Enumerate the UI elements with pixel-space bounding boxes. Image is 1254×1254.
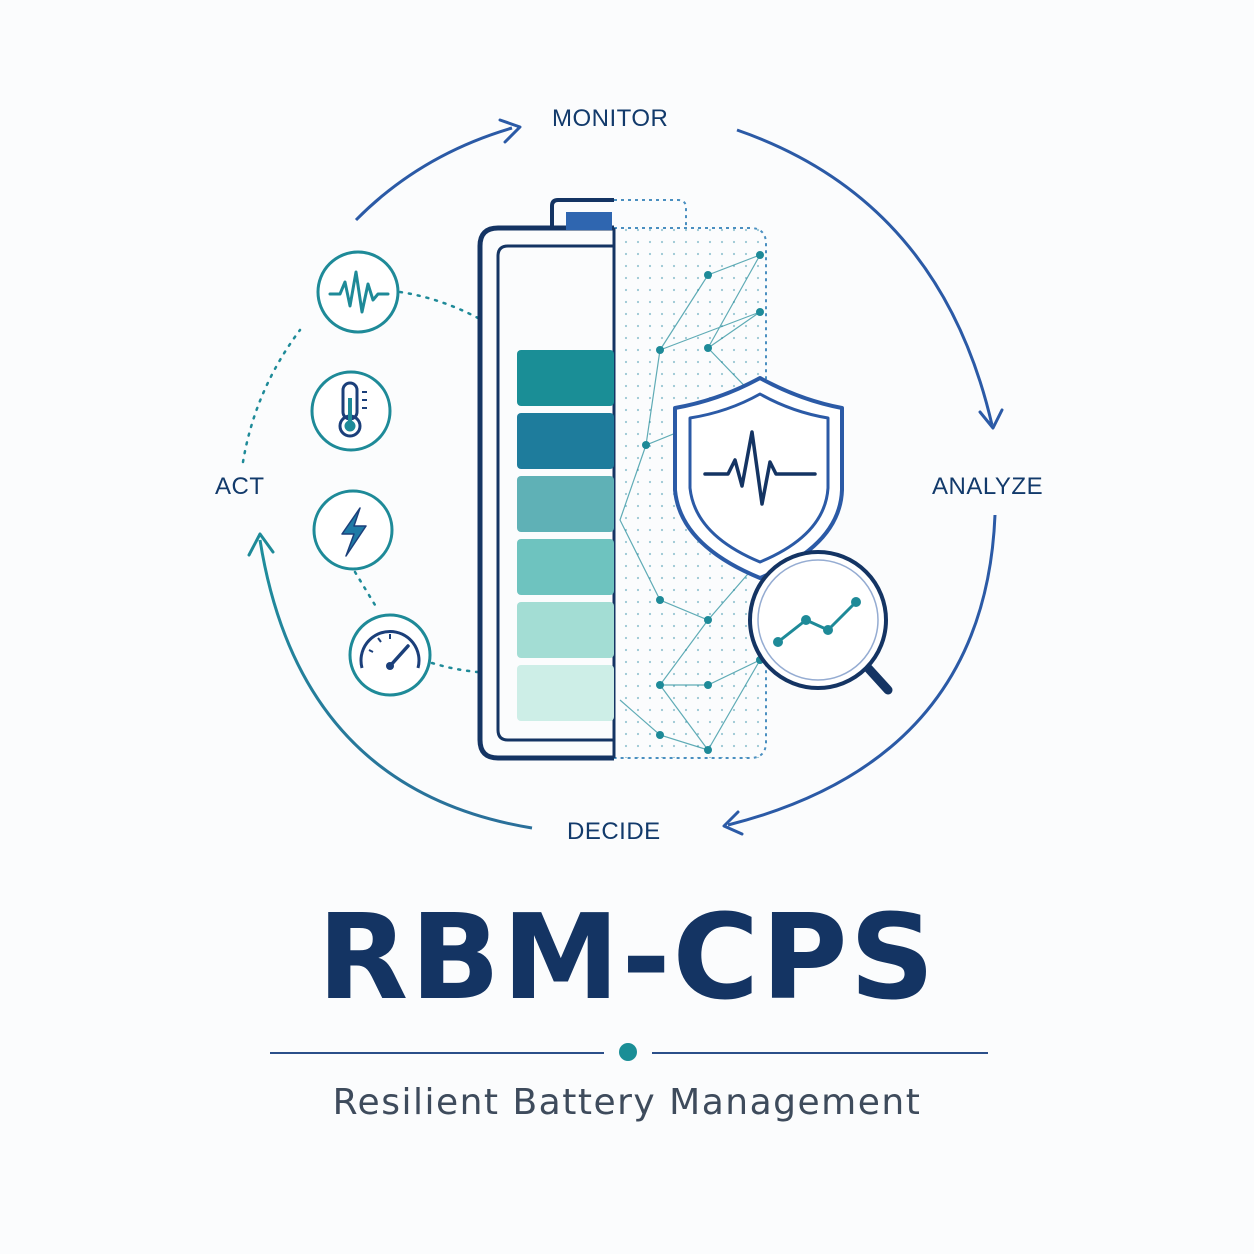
arrowhead-monitor	[498, 118, 522, 144]
arrow-act-to-monitor	[354, 126, 513, 222]
battery-cell-3	[517, 476, 614, 532]
dotted-arc-act	[241, 328, 302, 464]
arrow-monitor-to-analyze	[736, 128, 994, 426]
label-decide: DECIDE	[567, 818, 661, 845]
arrowhead-decide	[722, 810, 744, 836]
battery-cell-2	[517, 413, 614, 469]
label-act: ACT	[215, 473, 265, 500]
battery-outline	[477, 225, 614, 761]
arrow-decide-to-act	[258, 539, 533, 830]
arrowhead-analyze	[978, 408, 1004, 430]
arrowhead-act	[247, 532, 275, 557]
shield-heartbeat-icon	[673, 376, 844, 580]
battery-cell-6	[517, 665, 614, 721]
brand-subtitle: Resilient Battery Management	[332, 1082, 922, 1123]
gauge-icon	[348, 613, 432, 697]
arrow-analyze-to-decide	[727, 514, 997, 827]
waveform-icon	[316, 250, 400, 334]
title-divider	[270, 1043, 988, 1061]
battery-cells	[517, 350, 614, 721]
lightning-bolt-icon	[312, 489, 394, 571]
battery-terminal	[566, 212, 612, 230]
magnifier-trend-icon	[748, 550, 893, 695]
brand-title: RBM-CPS	[317, 888, 937, 1026]
label-monitor: MONITOR	[552, 105, 669, 132]
battery-cell-1	[517, 350, 614, 406]
battery-cell-5	[517, 602, 614, 658]
divider-dot	[619, 1043, 637, 1061]
cycle-arrows	[241, 118, 1004, 836]
sensor-connectors	[353, 290, 480, 674]
battery-cell-4	[517, 539, 614, 595]
thermometer-icon	[310, 370, 392, 452]
label-analyze: ANALYZE	[932, 473, 1044, 500]
